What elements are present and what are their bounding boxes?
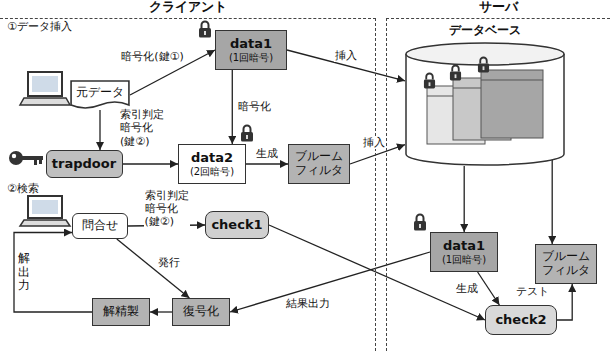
edge-label: 生成: [255, 147, 279, 160]
trapdoor-box: trapdoor: [46, 150, 123, 178]
edge-label: 発行: [157, 256, 181, 269]
connector: [246, 163, 288, 164]
edge-label: 索引判定 暗号化(鍵②): [119, 108, 165, 148]
cylinder-top: [406, 43, 564, 65]
connector: [464, 166, 465, 232]
key-icon: [9, 151, 43, 165]
box-text: data2: [191, 151, 233, 166]
lock-icon: [478, 58, 489, 73]
data-box: data1(1回暗号): [215, 30, 287, 70]
document-path: [71, 81, 129, 108]
cylinder-body: [406, 54, 564, 165]
box-text: (1回暗号): [442, 254, 486, 266]
edge-label: 索引判定 暗号化(鍵②): [144, 189, 190, 229]
lock-icon: [241, 126, 253, 142]
table-line: [481, 80, 543, 81]
laptop-icon: [20, 72, 70, 105]
box-text: 問合せ: [82, 219, 118, 233]
table-sheet: [481, 70, 543, 138]
connector: [123, 163, 179, 164]
connector: [232, 70, 233, 144]
process-box: 復号化: [172, 298, 230, 326]
box-text: ブルーム フィルタ: [295, 150, 343, 178]
bloom-filter-box: ブルーム フィルタ: [535, 244, 597, 284]
edge-label: 挿入: [362, 136, 386, 149]
box-text: (2回暗号): [190, 166, 234, 178]
connector: [557, 284, 572, 320]
bloom-filter-box: ブルーム フィルタ: [288, 144, 350, 184]
check-box: check1: [205, 211, 269, 239]
edge-label: 解出力: [17, 252, 31, 292]
box-text: check1: [211, 218, 262, 233]
cylinder-outline: [405, 42, 565, 166]
lock-icon: [450, 66, 461, 81]
connector: [269, 225, 485, 320]
edge-label: 暗号化(鍵①): [120, 50, 184, 63]
section-label: ②検索: [6, 182, 40, 195]
edge-label: 結果出力: [285, 297, 331, 310]
connector: [14, 233, 92, 313]
lock-icon: [199, 22, 211, 38]
edge-label: テスト: [515, 285, 550, 298]
edge-label: 生成: [455, 282, 479, 295]
data-box: data1(1回暗号): [430, 232, 498, 272]
region-heading: クライアント: [0, 0, 375, 15]
box-text: 元データ: [76, 86, 124, 100]
database-cylinder: データベース: [405, 24, 565, 166]
server-region: データベースdata1(1回暗号)ブルーム フィルタcheck2サーバ: [386, 18, 610, 351]
connector: [99, 110, 100, 150]
process-box: 解精製: [92, 298, 150, 326]
data-box: data2(2回暗号): [178, 144, 246, 184]
document-shape: 元データ: [70, 80, 130, 110]
box-text: data1: [443, 239, 485, 254]
region-heading: サーバ: [387, 0, 610, 15]
box-text: 解精製: [103, 305, 139, 319]
connector: [117, 239, 190, 298]
connector: [150, 311, 172, 312]
connector: [478, 272, 500, 305]
box-text: data1: [230, 37, 272, 52]
lock-icon: [414, 215, 426, 231]
section-label: ①データ挿入: [6, 20, 73, 33]
query-box: 問合せ: [72, 213, 128, 239]
lock-icon: [424, 74, 435, 89]
edge-label: 暗号化: [237, 100, 272, 113]
box-text: 復号化: [183, 305, 219, 319]
connector: [552, 160, 553, 244]
check-box: check2: [485, 305, 557, 335]
box-text: ブルーム フィルタ: [542, 250, 590, 278]
box-text: check2: [495, 313, 546, 328]
box-text: (1回暗号): [229, 52, 273, 64]
laptop-icon: [20, 196, 70, 226]
edge-label: 挿入: [334, 49, 358, 62]
database-heading: データベース: [405, 24, 565, 38]
box-text: trapdoor: [52, 157, 116, 172]
